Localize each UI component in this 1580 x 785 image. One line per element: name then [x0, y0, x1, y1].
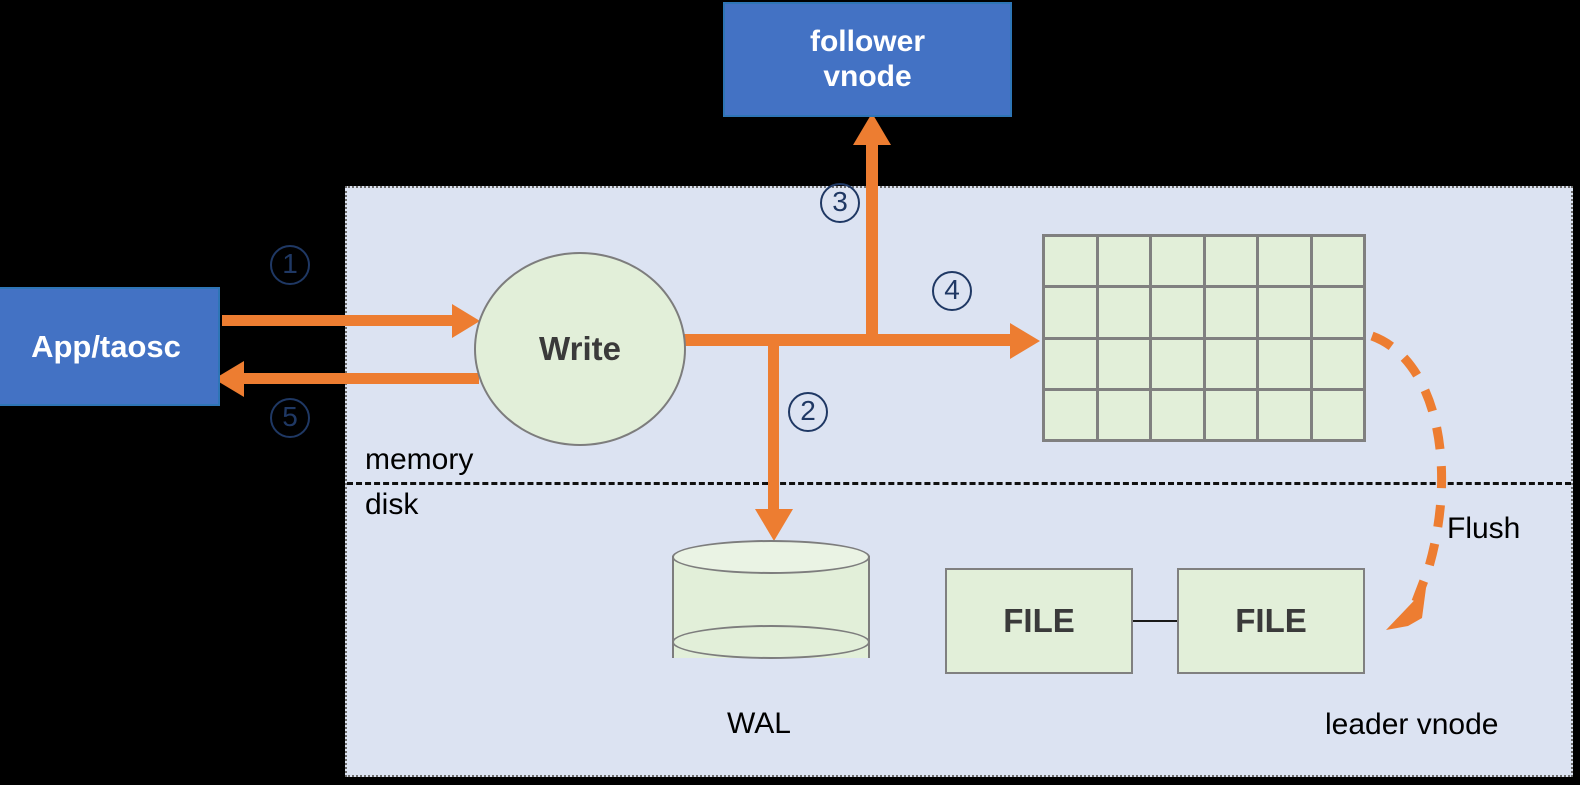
memory-table-cell [1045, 339, 1096, 388]
file-link-line [1133, 620, 1177, 622]
step-number-5: 5 [270, 398, 310, 438]
leader-vnode-label: leader vnode [1325, 708, 1499, 741]
memory-table-cell [1205, 390, 1256, 439]
memory-table-cell [1152, 237, 1203, 286]
disk-label: disk [365, 488, 419, 521]
memory-table-cell [1312, 390, 1363, 439]
memory-table-cell [1098, 288, 1149, 337]
memory-table-cell [1312, 237, 1363, 286]
memory-table-cell [1205, 237, 1256, 286]
step-number-2: 2 [788, 392, 828, 432]
memory-table-cell [1045, 288, 1096, 337]
follower-vnode-label-line1: follower [809, 25, 925, 58]
memory-table-cell [1152, 339, 1203, 388]
wal-cylinder[interactable] [672, 540, 870, 674]
memory-table-cell [1098, 390, 1149, 439]
write-to-follower-branch [866, 140, 878, 340]
step-number-3: 3 [820, 183, 860, 223]
arrow-3-head-icon [853, 113, 891, 145]
write-node-label: Write [539, 330, 621, 367]
arrow-1-stem [222, 315, 460, 326]
flush-label: Flush [1447, 512, 1521, 545]
write-to-wal-branch [768, 340, 779, 516]
wal-label: WAL [727, 707, 791, 740]
memory-table-cell [1205, 288, 1256, 337]
app-taosc-box[interactable]: App/taosc [0, 287, 220, 406]
step-number-4: 4 [932, 271, 972, 311]
follower-vnode-box[interactable]: follower vnode [723, 2, 1012, 117]
memory-table-cell [1152, 390, 1203, 439]
memory-disk-divider [347, 482, 1571, 485]
file-box-2-label: FILE [1235, 602, 1307, 639]
write-node[interactable]: Write [474, 252, 686, 446]
wal-cylinder-bottom [672, 625, 870, 659]
memory-label: memory [365, 443, 474, 476]
memory-table-cell [1098, 237, 1149, 286]
flush-dashed-arrow [1370, 331, 1447, 630]
memory-table-cell [1259, 390, 1310, 439]
memory-table-cell [1259, 288, 1310, 337]
memory-table-cell [1152, 288, 1203, 337]
memory-table-grid [1042, 234, 1366, 442]
memory-table-cell [1259, 339, 1310, 388]
arrow-5-stem [240, 373, 479, 384]
step-number-1: 1 [270, 245, 310, 285]
file-box-1[interactable]: FILE [945, 568, 1133, 674]
arrow-4-head-icon [1010, 323, 1040, 359]
memory-table-cell [1259, 237, 1310, 286]
write-to-memtable-trunk [683, 334, 1022, 346]
arrow-2-head-icon [755, 509, 793, 541]
memory-table-cell [1045, 390, 1096, 439]
memory-table-cell [1312, 339, 1363, 388]
memory-table-cell [1205, 339, 1256, 388]
wal-cylinder-top [672, 540, 870, 574]
memory-table-cell [1312, 288, 1363, 337]
app-taosc-label: App/taosc [31, 328, 181, 364]
file-box-1-label: FILE [1003, 602, 1075, 639]
memory-table-cell [1045, 237, 1096, 286]
follower-vnode-label: follower vnode [810, 25, 925, 94]
follower-vnode-label-line2: vnode [823, 59, 912, 93]
memory-table-cell [1098, 339, 1149, 388]
file-box-2[interactable]: FILE [1177, 568, 1365, 674]
